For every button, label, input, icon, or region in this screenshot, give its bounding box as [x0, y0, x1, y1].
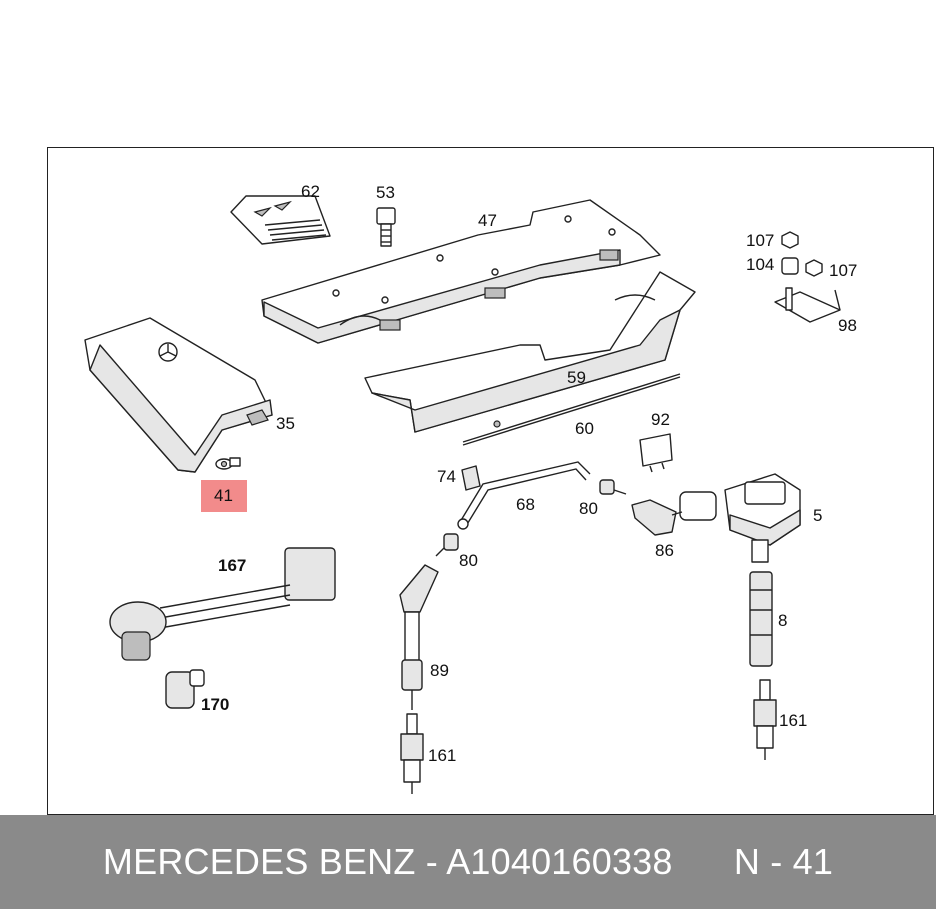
- part-53-bolt: [376, 207, 396, 247]
- part-80-connector-right: [599, 479, 627, 495]
- part-170-connector: [165, 669, 205, 709]
- callout-53: 53: [376, 183, 395, 202]
- callout-80-left: 80: [459, 551, 478, 570]
- part-92-clip: [639, 433, 673, 473]
- footer-gap: [673, 841, 734, 882]
- callout-107-top: 107: [746, 231, 774, 250]
- callout-98: 98: [838, 316, 857, 335]
- part-104-sleeve: [781, 257, 799, 275]
- part-41-screw: [215, 457, 241, 470]
- part-62-label-plate: [230, 195, 331, 245]
- callout-5: 5: [813, 506, 822, 525]
- callout-170: 170: [201, 695, 229, 714]
- part-98-bracket: [774, 287, 841, 323]
- part-107-nut-right: [805, 259, 823, 277]
- callout-80-right: 80: [579, 499, 598, 518]
- part-60-rod: [462, 373, 681, 446]
- highlight-box: [201, 480, 247, 512]
- footer-bar: MERCEDES BENZ - A1040160338 N - 41: [0, 815, 936, 909]
- part-161-spark-plug-right: [753, 679, 777, 760]
- callout-60: 60: [575, 419, 594, 438]
- callout-68: 68: [516, 495, 535, 514]
- part-5-ignition-coil: [724, 473, 801, 563]
- callout-86: 86: [655, 541, 674, 560]
- footer-brand: MERCEDES BENZ: [102, 841, 416, 882]
- part-47-top-cover: [261, 199, 661, 344]
- callout-89: 89: [430, 661, 449, 680]
- part-86-plug: [631, 491, 717, 536]
- part-59-lower-cover: [364, 271, 696, 433]
- callout-92: 92: [651, 410, 670, 429]
- part-35-engine-cover: [84, 317, 273, 473]
- callout-104: 104: [746, 255, 774, 274]
- callout-35: 35: [276, 414, 295, 433]
- part-80-connector-left: [435, 533, 459, 557]
- callout-161-left: 161: [428, 746, 456, 765]
- part-89-ignition-lead: [399, 564, 439, 710]
- parts-diagram: 62 53 47 107 104 107 98 35 59 60 92 74 6…: [84, 182, 857, 794]
- callout-62: 62: [301, 182, 320, 201]
- callout-167: 167: [218, 556, 246, 575]
- highlight-label: 41: [214, 486, 233, 505]
- part-74-holder: [461, 465, 481, 491]
- footer-part-number: A1040160338: [446, 841, 673, 882]
- part-68-tube: [457, 461, 591, 530]
- callout-74: 74: [437, 467, 456, 486]
- footer-text: MERCEDES BENZ - A1040160338 N - 41: [103, 841, 833, 883]
- callout-59: 59: [567, 368, 586, 387]
- part-107-nut-top: [781, 231, 799, 249]
- callout-161-right: 161: [779, 711, 807, 730]
- footer-separator: -: [415, 841, 447, 882]
- part-167-lead: [109, 547, 336, 661]
- callout-47: 47: [478, 211, 497, 230]
- footer-position-label: N - 41: [733, 841, 834, 882]
- part-8-extension: [749, 571, 773, 667]
- callout-107-right: 107: [829, 261, 857, 280]
- callout-8: 8: [778, 611, 787, 630]
- part-161-spark-plug-left: [400, 713, 424, 794]
